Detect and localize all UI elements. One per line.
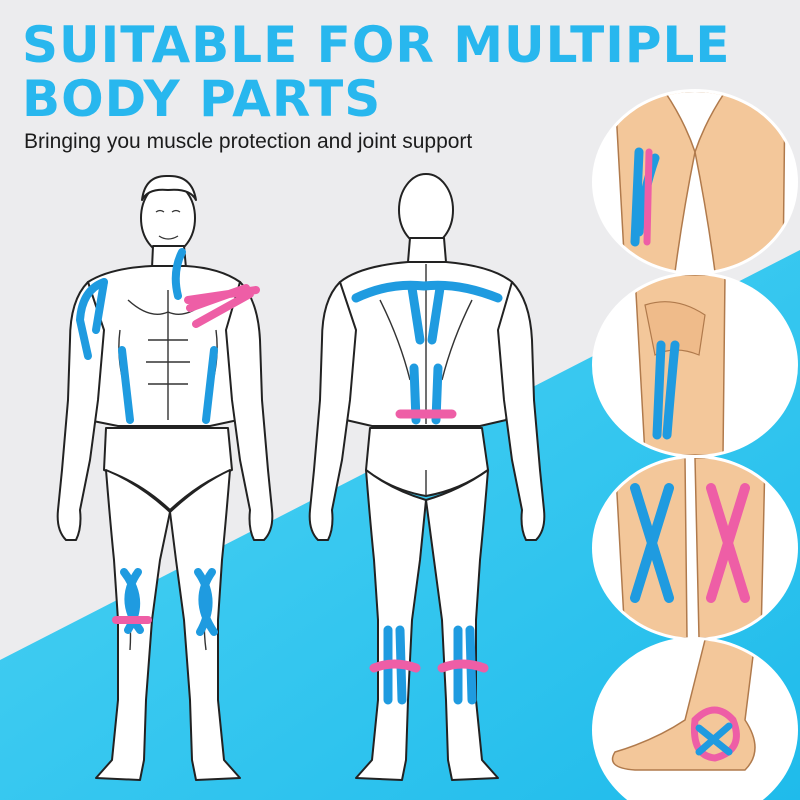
- headline-line-2: BODY PARTS: [22, 70, 382, 128]
- hamstring-closeup: [595, 275, 795, 455]
- thigh-closeup: [595, 92, 795, 272]
- knee-closeup: [595, 458, 795, 638]
- subtitle: Bringing you muscle protection and joint…: [24, 130, 473, 153]
- headline-line-1: SUITABLE FOR MULTIPLE: [22, 16, 731, 74]
- ankle-closeup: [595, 640, 795, 800]
- headline: SUITABLE FOR MULTIPLE BODY PARTS: [22, 18, 731, 126]
